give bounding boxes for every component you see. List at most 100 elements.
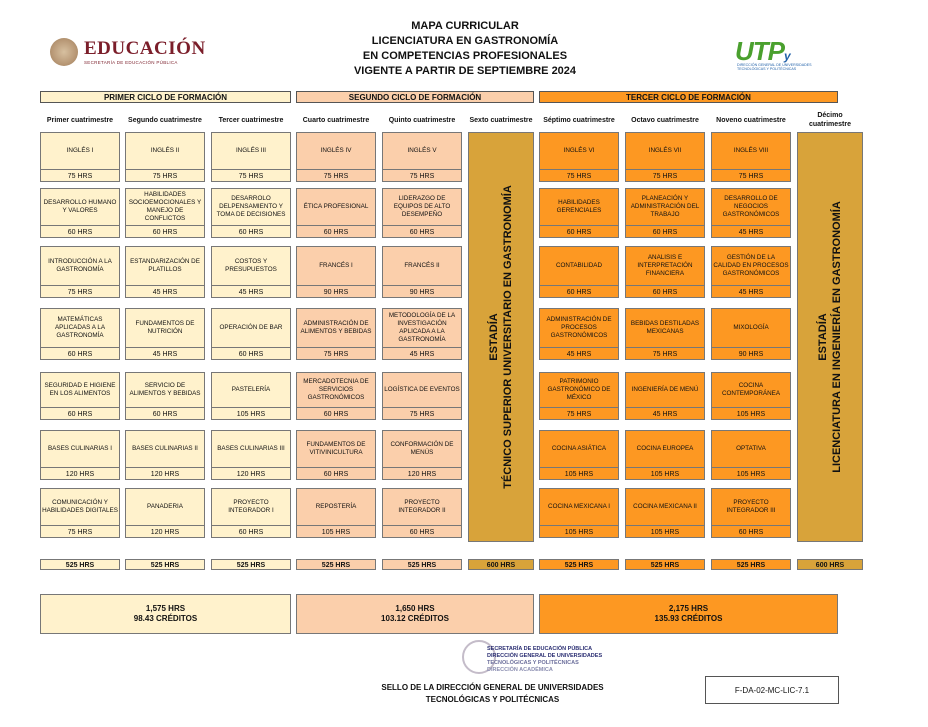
course-hours: 75 HRS [540,169,618,183]
educacion-logo-word: EDUCACIÓN [84,38,206,59]
course-hours: 105 HRS [712,467,790,481]
course-card: ADMINISTRACIÓN DE PROCESOS GASTRONÓMICOS… [539,308,619,360]
course-hours: 75 HRS [540,407,618,421]
official-seal: SECRETARÍA DE EDUCACIÓN PÚBLICA DIRECCIÓ… [462,640,602,680]
course-hours: 60 HRS [297,225,375,239]
course-name: COSTOS Y PRESUPUESTOS [225,258,277,273]
course-card: GESTIÓN DE LA CALIDAD EN PROCESOS GASTRO… [711,246,791,298]
course-name: INGLÉS I [66,147,94,154]
course-hours: 60 HRS [297,467,375,481]
course-name: BASES CULINARIAS II [132,445,198,452]
stay-program: LICENCIATURA EN INGENIERÍA EN GASTRONOMÍ… [831,201,843,473]
course-name: HABILIDADES GERENCIALES [556,199,602,214]
course-name: MERCADOTECNIA DE SERVICIOS GASTRONÓMICOS [303,378,369,401]
course-name: PROYECTO INTEGRADOR III [726,499,776,514]
utp-logo-sub: DIRECCIÓN GENERAL DE UNIVERSIDADES TECNO… [737,63,812,71]
course-name: COCINA ASIÁTICA [551,445,607,452]
title-line-1: MAPA CURRICULAR [411,20,519,32]
course-hours: 60 HRS [212,525,290,539]
footer-line-2: TECNOLÓGICAS Y POLITÉCNICAS [425,695,560,704]
course-name: PROYECTO INTEGRADOR II [398,499,446,514]
course-name: INGLÉS III [235,147,267,154]
course-hours: 90 HRS [297,285,375,299]
course-hours: 75 HRS [297,347,375,361]
course-name: DESARROLLO HUMANO Y VALORES [43,199,117,214]
term-header: Décimo cuatrimestre [808,112,852,128]
course-hours: 75 HRS [212,169,290,183]
course-name: INGLÉS VIII [733,147,769,154]
cycle-total-credits: 135.93 CRÉDITOS [654,614,723,623]
course-hours: 75 HRS [126,169,204,183]
course-hours: 105 HRS [626,467,704,481]
course-hours: 105 HRS [212,407,290,421]
course-name: CONFORMACIÓN DE MENÚS [390,441,454,456]
course-hours: 60 HRS [212,347,290,361]
course-hours: 90 HRS [383,285,461,299]
course-hours: 105 HRS [540,467,618,481]
course-name: COMUNICACIÓN Y HABILIDADES DIGITALES [42,499,118,514]
term-header: Sexto cuatrimestre [469,116,533,124]
course-hours: 105 HRS [626,525,704,539]
cycle-total-credits: 98.43 CRÉDITOS [133,614,198,623]
course-name: PASTELERÍA [231,386,271,393]
utp-logo: UTPy DIRECCIÓN GENERAL DE UNIVERSIDADES … [735,36,825,71]
cycle-header-3: TERCER CICLO DE FORMACIÓN [539,91,838,103]
course-card: HABILIDADES SOCIOEMOCIONALES Y MANEJO DE… [125,188,205,238]
course-name: SERVICIO DE ALIMENTOS Y BEBIDAS [129,382,201,397]
term-header: Tercer cuatrimestre [218,116,284,124]
course-hours: 90 HRS [712,347,790,361]
course-hours: 60 HRS [297,407,375,421]
course-name: PANADERIA [147,503,183,510]
course-hours: 60 HRS [626,285,704,299]
course-card: INGLÉS III 75 HRS [211,132,291,182]
course-card: PASTELERÍA 105 HRS [211,372,291,420]
course-card: MERCADOTECNIA DE SERVICIOS GASTRONÓMICOS… [296,372,376,420]
course-card: COCINA ASIÁTICA 105 HRS [539,430,619,480]
course-card: COMUNICACIÓN Y HABILIDADES DIGITALES 75 H… [40,488,120,538]
cycle-total-credits: 103.12 CRÉDITOS [381,614,449,623]
title-line-3: EN COMPETENCIAS PROFESIONALES [362,50,568,62]
seal-line-4: DIRECCIÓN ACADÉMICA [487,667,553,673]
course-hours: 60 HRS [540,285,618,299]
course-hours: 75 HRS [41,525,119,539]
term-header: Cuarto cuatrimestre [302,116,370,124]
course-hours: 120 HRS [383,467,461,481]
course-name: INGENIERÍA DE MENÚ [631,386,699,393]
course-hours: 45 HRS [126,347,204,361]
course-hours: 60 HRS [383,525,461,539]
course-name: INGLÉS V [407,147,437,154]
title-line-2: LICENCIATURA EN GASTRONOMÍA [371,35,559,47]
course-name: INGLÉS IV [320,147,352,154]
term-total: 525 HRS [382,559,462,570]
course-hours: 45 HRS [383,347,461,361]
seal-line-1: SECRETARÍA DE EDUCACIÓN PÚBLICA [487,646,593,652]
seal-line-3: TECNOLÓGICAS Y POLITÉCNICAS [487,660,579,666]
course-name: INGLÉS VI [563,147,595,154]
course-card: ANALISIS E INTERPRETACIÓN FINANCIERA 60 H… [625,246,705,298]
course-name: SEGURIDAD E HIGIENE EN LOS ALIMENTOS [44,382,116,397]
course-name: BEBIDAS DESTILADAS MEXICANAS [630,320,700,335]
course-name: ANALISIS E INTERPRETACIÓN FINANCIERA [637,254,693,277]
course-name: LOGÍSTICA DE EVENTOS [384,386,460,393]
